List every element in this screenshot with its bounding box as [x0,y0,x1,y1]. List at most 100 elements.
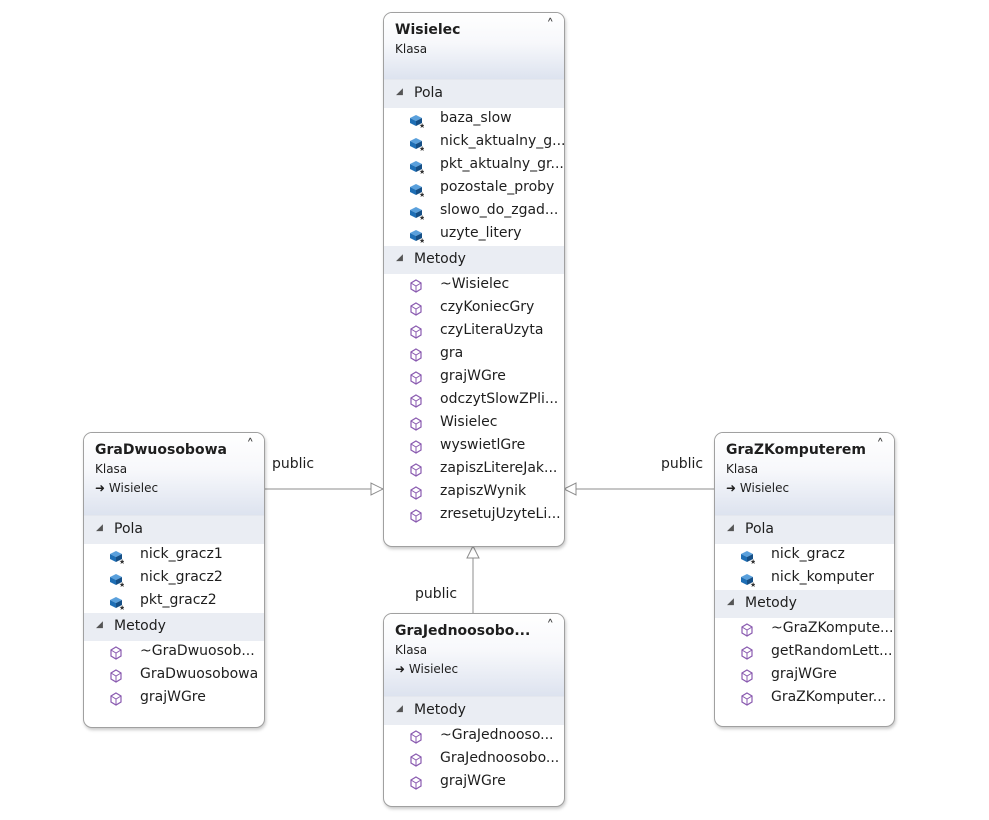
section-toggle-icon[interactable]: ◢ [727,597,734,607]
method-icon [408,416,424,432]
field-name: slowo_do_zgad... [440,202,559,218]
collapse-chevron-icon[interactable]: ˄ [546,617,555,635]
method-icon [739,668,755,684]
class-title: GraDwuosobowa [95,442,227,458]
field-row[interactable]: ★slowo_do_zgad... [384,200,564,223]
section-fields[interactable]: ◢ Pola [84,516,264,544]
class-box-wisielec[interactable]: Wisielec Klasa ˄ ◢ Pola ★baza_slow ★ nick_… [383,12,565,547]
class-kind: Klasa [395,42,428,56]
method-row[interactable]: grajWGre [715,664,894,687]
class-box-gra-z-komputerem[interactable]: GraZKomputerem Klasa ➜ Wisielec ˄ ◢ Pola… [714,432,895,727]
method-row[interactable]: gra [384,343,564,366]
method-row[interactable]: ~GraDwuosob... [84,641,264,664]
class-title: Wisielec [395,22,461,38]
field-name: nick_gracz [771,546,845,562]
class-header[interactable]: GraDwuosobowa Klasa ➜ Wisielec ˄ [84,433,264,516]
method-icon [108,668,124,684]
inherits-arrow-icon: ➜ [95,481,106,495]
base-class-name: Wisielec [739,481,790,495]
method-row[interactable]: ~GraJednooso... [384,725,564,748]
section-toggle-icon[interactable]: ◢ [727,523,734,533]
section-toggle-icon[interactable]: ◢ [396,704,403,714]
method-list: ~GraJednooso...GraJednoosobo...grajWGre [384,725,564,794]
field-list: ★nick_gracz1★nick_gracz2★pkt_gracz2 [84,544,264,613]
svg-text:★: ★ [419,145,424,151]
method-icon [108,645,124,661]
section-fields[interactable]: ◢ Pola [384,80,564,108]
base-class: ➜ Wisielec [726,481,789,495]
section-fields[interactable]: ◢ Pola [715,516,894,544]
field-icon: ★ [408,135,425,153]
section-methods[interactable]: ◢ Metody [84,613,264,641]
method-row[interactable]: czyKoniecGry [384,297,564,320]
section-label: Pola [114,521,143,537]
field-row[interactable]: ★baza_slow [384,108,564,131]
class-header[interactable]: GraZKomputerem Klasa ➜ Wisielec ˄ [715,433,894,516]
method-row[interactable]: ~GraZKompute... [715,618,894,641]
field-row[interactable]: ★nick_gracz2 [84,567,264,590]
method-icon [108,691,124,707]
method-row[interactable]: wyswietlGre [384,435,564,458]
section-toggle-icon[interactable]: ◢ [396,87,403,97]
field-name: nick_aktualny_g... [440,133,565,149]
method-row[interactable]: czyLiteraUzyta [384,320,564,343]
field-icon: ★ [408,158,425,176]
method-row[interactable]: ~Wisielec [384,274,564,297]
section-toggle-icon[interactable]: ◢ [96,523,103,533]
collapse-chevron-icon[interactable]: ˄ [546,16,555,34]
relation-label-left: public [272,456,315,472]
method-name: Wisielec [440,414,498,430]
method-row[interactable]: zapiszLitereJak... [384,458,564,481]
collapse-chevron-icon[interactable]: ˄ [246,436,255,454]
method-name: wyswietlGre [440,437,526,453]
field-row[interactable]: ★uzyte_litery [384,223,564,246]
method-row[interactable]: GraZKomputer... [715,687,894,710]
field-name: pkt_gracz2 [140,592,217,608]
section-methods[interactable]: ◢ Metody [384,697,564,725]
section-label: Pola [745,521,774,537]
section-label: Metody [745,595,797,611]
section-label: Metody [414,702,466,718]
method-name: czyKoniecGry [440,299,535,315]
class-header[interactable]: Wisielec Klasa ˄ [384,13,564,80]
field-list: ★nick_gracz★nick_komputer [715,544,894,590]
method-icon [408,393,424,409]
collapse-chevron-icon[interactable]: ˄ [876,436,885,454]
field-row[interactable]: ★ nick_aktualny_g... [384,131,564,154]
field-row[interactable]: ★pkt_gracz2 [84,590,264,613]
field-row[interactable]: ★nick_gracz1 [84,544,264,567]
inherits-arrow-icon: ➜ [726,481,737,495]
class-box-gra-dwuosobowa[interactable]: GraDwuosobowa Klasa ➜ Wisielec ˄ ◢ Pola … [83,432,265,728]
method-row[interactable]: zapiszWynik [384,481,564,504]
method-row[interactable]: grajWGre [384,771,564,794]
section-methods[interactable]: ◢ Metody [715,590,894,618]
method-row[interactable]: Wisielec [384,412,564,435]
method-row[interactable]: grajWGre [384,366,564,389]
method-name: ~GraZKompute... [771,620,894,636]
class-kind: Klasa [95,462,128,476]
svg-text:★: ★ [750,581,755,587]
field-row[interactable]: ★nick_gracz [715,544,894,567]
class-header[interactable]: GraJednoosobo... Klasa ➜ Wisielec ˄ [384,614,564,697]
method-row[interactable]: grajWGre [84,687,264,710]
method-row[interactable]: getRandomLett... [715,641,894,664]
method-name: grajWGre [771,666,837,682]
method-row[interactable]: zresetujUzyteLi... [384,504,564,527]
field-row[interactable]: ★nick_komputer [715,567,894,590]
section-toggle-icon[interactable]: ◢ [96,620,103,630]
method-row[interactable]: odczytSlowZPli... [384,389,564,412]
field-icon: ★ [408,227,425,245]
section-toggle-icon[interactable]: ◢ [396,253,403,263]
svg-text:★: ★ [419,191,424,197]
method-row[interactable]: GraJednoosobo... [384,748,564,771]
method-icon [408,278,424,294]
class-box-gra-jednoosobowa[interactable]: GraJednoosobo... Klasa ➜ Wisielec ˄ ◢ Me… [383,613,565,807]
method-row[interactable]: GraDwuosobowa [84,664,264,687]
field-row[interactable]: ★pozostale_proby [384,177,564,200]
section-methods[interactable]: ◢ Metody [384,246,564,274]
base-class-name: Wisielec [408,662,459,676]
field-icon: ★ [108,548,125,566]
method-name: ~GraDwuosob... [140,643,255,659]
field-row[interactable]: ★pkt_aktualny_gr... [384,154,564,177]
